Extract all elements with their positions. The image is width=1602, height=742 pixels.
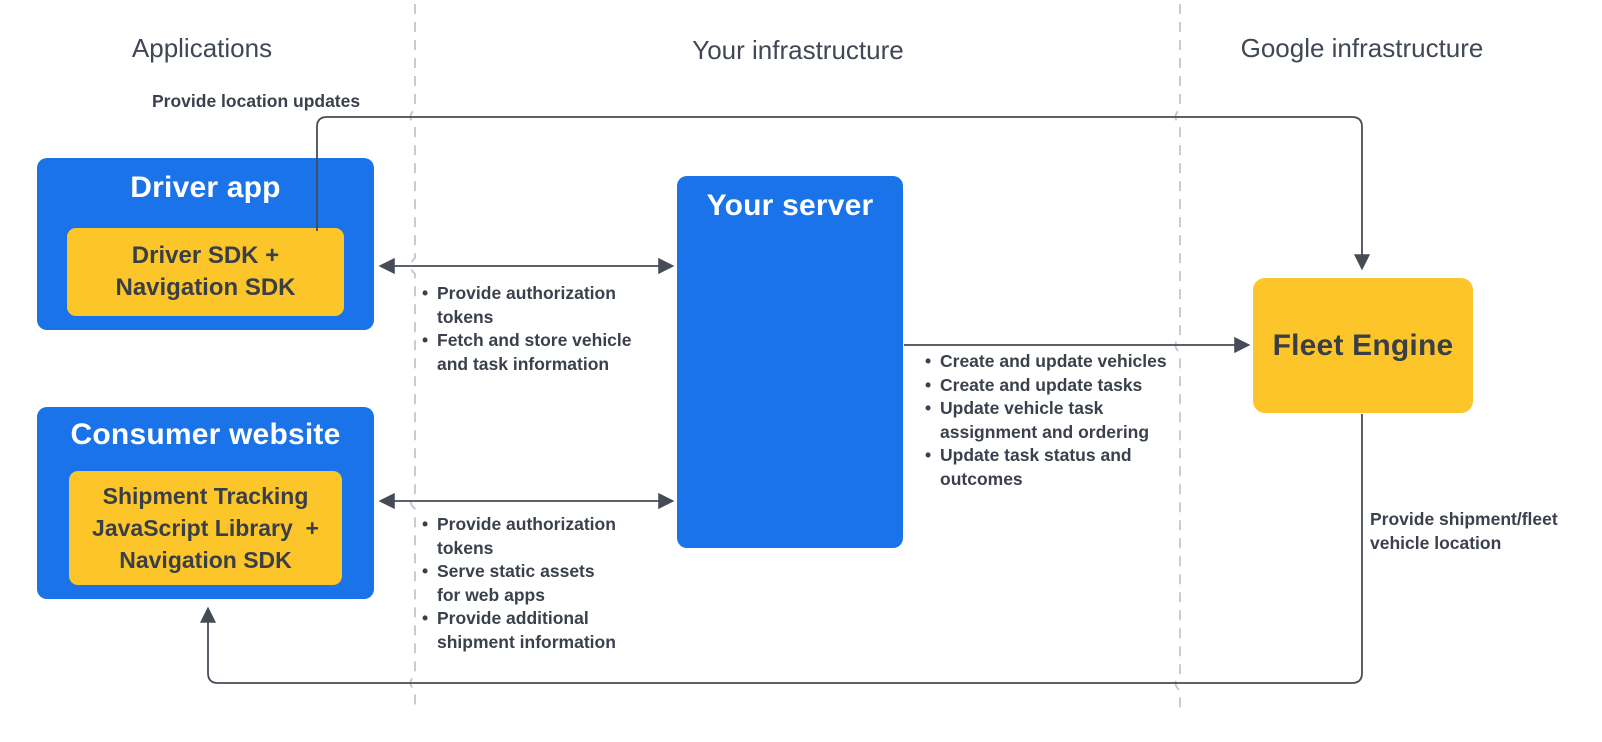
list-item: Provide additional shipment information bbox=[422, 607, 652, 654]
dashed-divider-left bbox=[409, 4, 416, 712]
server-fleet-edge-list: Create and update vehicles Create and up… bbox=[925, 350, 1190, 491]
list-item: Fetch and store vehicle and task informa… bbox=[422, 329, 652, 376]
your-server-title: Your server bbox=[706, 189, 874, 222]
list-item: Provide authorization tokens bbox=[422, 513, 652, 560]
column-header-applications: Applications bbox=[131, 33, 273, 63]
column-header-google-infrastructure: Google infrastructure bbox=[1240, 33, 1484, 63]
list-item: Provide authorization tokens bbox=[422, 282, 652, 329]
list-item: Create and update tasks bbox=[925, 374, 1190, 398]
consumer-website-title: Consumer website bbox=[70, 418, 341, 451]
driver-server-edge-list: Provide authorization tokens Fetch and s… bbox=[422, 282, 652, 376]
list-item: Create and update vehicles bbox=[925, 350, 1190, 374]
consumer-website-node: Consumer website Shipment Tracking JavaS… bbox=[37, 407, 374, 599]
your-server-node: Your server bbox=[677, 176, 903, 548]
label-provide-shipment-fleet-location: Provide shipment/fleet vehicle location bbox=[1370, 509, 1558, 553]
shipment-tracking-library-node: Shipment Tracking JavaScript Library + N… bbox=[69, 471, 342, 585]
driver-app-node: Driver app Driver SDK + Navigation SDK bbox=[37, 158, 374, 330]
list-item: Update task status and outcomes bbox=[925, 444, 1190, 491]
consumer-server-edge-list: Provide authorization tokens Serve stati… bbox=[422, 513, 652, 654]
label-provide-location-updates: Provide location updates bbox=[152, 91, 361, 111]
list-item: Serve static assets for web apps bbox=[422, 560, 652, 607]
column-header-your-infrastructure: Your infrastructure bbox=[692, 35, 904, 65]
driver-sdk-node: Driver SDK + Navigation SDK bbox=[67, 228, 344, 316]
fleet-engine-node: Fleet Engine bbox=[1253, 278, 1473, 413]
list-item: Update vehicle task assignment and order… bbox=[925, 397, 1190, 444]
driver-app-title: Driver app bbox=[130, 171, 281, 204]
